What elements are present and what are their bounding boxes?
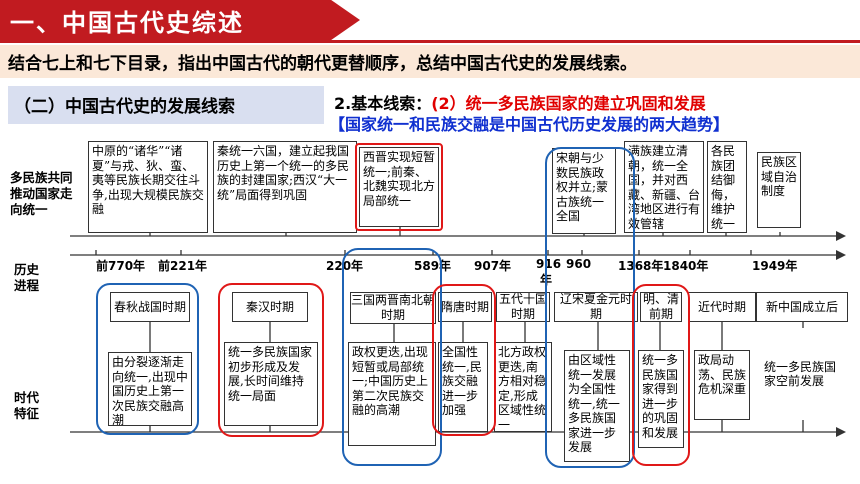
red-ring-mingqing (632, 284, 690, 466)
row-label-feature: 时代 特征 (14, 390, 39, 422)
feature-qinhan: 统一多民族国家初步形成及发展,长时间维持统一局面 (224, 342, 318, 426)
year-label: 1949年 (752, 259, 798, 273)
arrow-head (836, 427, 846, 437)
feature-liaosong: 由区域性统一发展为全国性统一,统一多民族国家进一步发展 (564, 350, 630, 462)
period-chunqiu: 春秋战国时期 (110, 292, 190, 322)
header-rule (0, 40, 860, 43)
blue-ring-chunqiu (96, 283, 199, 435)
year-label: 907年 (474, 259, 512, 273)
period-sanguo: 三国两晋南北朝时期 (350, 292, 436, 324)
feature-wudai: 北方政权更迭,南方相对稳定,形成区域性统一 (494, 342, 552, 432)
arrow-head (836, 231, 846, 241)
blue-ring-songyuan (545, 147, 635, 468)
row-label-line: 推动国家走 (10, 186, 73, 201)
period-prc: 新中国成立后 (756, 292, 848, 322)
year-label: 前770年 (96, 259, 146, 273)
feature-mingqing: 统一多民族国家得到进一步的巩固和发展 (638, 350, 684, 448)
feature-chunqiu: 由分裂逐渐走向统一,出现中国历史上第一次民族交融高潮 (108, 352, 192, 426)
feature-modern: 政局动荡、民族危机深重 (694, 350, 750, 420)
feature-sanguo: 政权更迭,出现短暂或局部统一;中国历史上第二次民族交融的高潮 (348, 342, 436, 446)
intro-bar (0, 45, 860, 78)
top-box-qing: 满族建立清朝，统一全国，并对西藏、新疆、台湾地区进行有效管辖 (624, 141, 704, 233)
top-box-modern: 各民族团结御侮，维护统一 (707, 141, 747, 233)
row-label-line: 历史 (14, 262, 40, 277)
arrow-head (836, 250, 846, 260)
year-label: 960 (566, 257, 592, 271)
period-modern: 近代时期 (688, 292, 756, 322)
feature-suitang: 全国性统一,民族交融进一步加强 (438, 342, 488, 432)
intro-text: 结合七上和七下目录，指出中国古代的朝代更替顺序，总结中国古代史的发展线索。 (8, 54, 637, 74)
year-label: 916 (536, 257, 562, 271)
section-title: （二）中国古代史的发展线索 (14, 97, 235, 117)
period-qinhan: 秦汉时期 (232, 292, 308, 322)
row-label-process: 历史 进程 (14, 262, 39, 294)
period-wudai: 五代十国时期 (496, 292, 550, 322)
feature-prc: 统一多民族国家空前发展 (760, 328, 844, 420)
row-label-unify: 多民族共同 推动国家走 向统一 (10, 170, 73, 218)
basic-prefix: 2.基本线索： (334, 94, 432, 113)
basic-highlight: (2）统一多民族国家的建立巩固和发展 (431, 94, 706, 113)
year-label: 1840年 (663, 259, 709, 273)
red-ring-qinhan (218, 283, 324, 437)
top-box-qinhan: 秦统一六国，建立起我国历史上第一个统一的多民族的封建国家;西汉“大一统”局面得到… (213, 141, 357, 233)
row-label-line: 多民族共同 (10, 170, 73, 185)
period-mingqing: 明、清前期 (640, 292, 682, 322)
trend-text: 【国家统一和民族交融是中国古代历史发展的两大趋势】 (329, 115, 730, 134)
row-label-line: 时代 (14, 390, 40, 405)
red-ring-suitang (432, 284, 496, 436)
section-tab (8, 86, 324, 124)
year-label: 前221年 (158, 259, 208, 273)
top-box-sanguo: 西晋实现短暂统一;前秦、北魏实现北方局部统一 (359, 147, 439, 227)
page-title: 一、中国古代史综述 (10, 9, 244, 37)
basic-clue: 2.基本线索：(2）统一多民族国家的建立巩固和发展 (334, 90, 706, 114)
top-box-chunqiu: 中原的“诸华”“诸夏”与戎、狄、蛮、夷等民族长期交往斗争,出现大规模民族交融 (88, 141, 208, 233)
header-banner (0, 0, 360, 40)
blue-ring-sanguo (342, 248, 442, 466)
period-liaosong: 辽宋夏金元时期 (554, 292, 638, 322)
year-label: 1368年 (618, 259, 664, 273)
highlight-ring (355, 143, 443, 231)
row-label-line: 特征 (14, 406, 40, 421)
top-box-song: 宋朝与少数民族政权并立;蒙古族统一全国 (552, 148, 616, 234)
row-label-line: 进程 (14, 278, 40, 293)
row-label-line: 向统一 (10, 202, 48, 217)
top-box-prc: 民族区域自治制度 (757, 152, 801, 228)
